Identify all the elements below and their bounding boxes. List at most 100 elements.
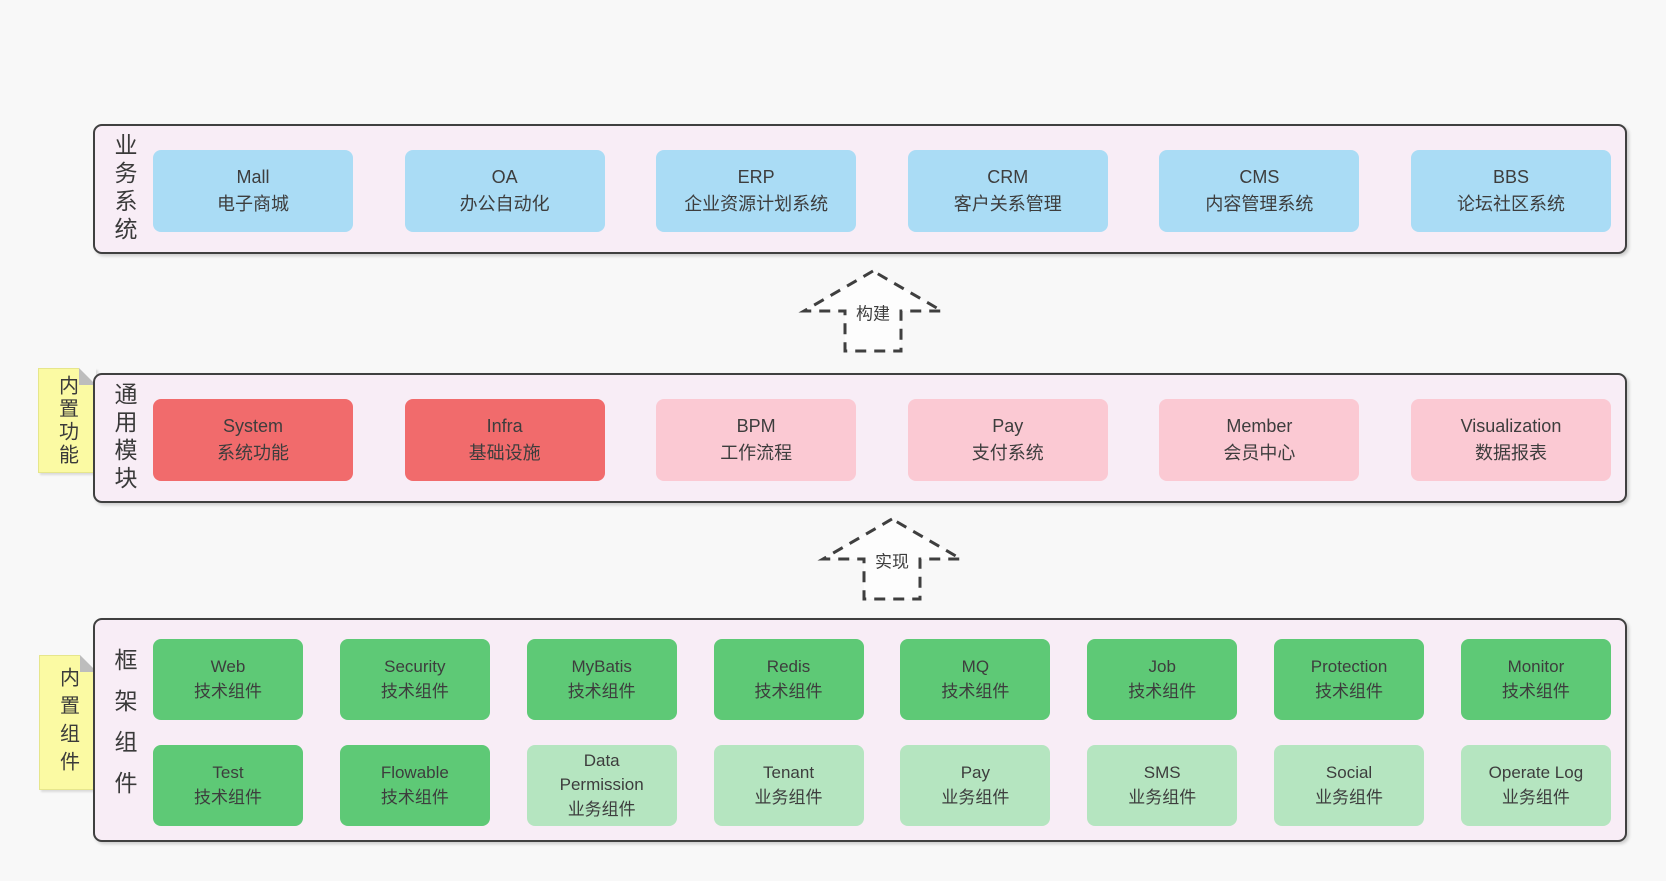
- box-title-en: BPM: [736, 416, 776, 436]
- box-title-en: Redis: [766, 656, 811, 676]
- box-erp: ERP 企业资源计划系统: [656, 150, 857, 232]
- box-crm: CRM 客户关系管理: [907, 150, 1108, 232]
- box-title-en: Infra: [486, 416, 523, 436]
- box-redis: Redis 技术组件: [713, 639, 864, 720]
- box-subtitle-zh: 办公自动化: [459, 194, 550, 214]
- box-title-en: Flowable: [380, 762, 449, 782]
- box-subtitle-zh: 工作流程: [720, 443, 793, 463]
- box-test: Test 技术组件: [153, 745, 303, 826]
- layer-business-systems: 业务系统 Mall 电子商城 OA 办公自动化 ERP 企业资源计划系统 CRM…: [93, 124, 1627, 254]
- box-title-en: SMS: [1143, 762, 1181, 782]
- box-sms: SMS 业务组件: [1087, 745, 1238, 826]
- layer-side-label: 业务系统: [111, 133, 137, 245]
- box-title-en: MQ: [961, 656, 990, 676]
- layer-common-modules: 通用模块 System 系统功能 Infra 基础设施 BPM 工作流程 Pay…: [93, 373, 1627, 503]
- box-title-en: Member: [1226, 416, 1293, 436]
- box-mybatis: MyBatis 技术组件: [526, 639, 677, 720]
- box-title-en: OA: [491, 167, 518, 187]
- box-system: System 系统功能: [153, 399, 353, 481]
- box-subtitle-zh: 技术组件: [194, 787, 262, 807]
- box-subtitle-zh: 电子商城: [217, 194, 289, 214]
- box-pay: Pay 支付系统: [907, 399, 1108, 481]
- up-arrow-build: 构建: [798, 268, 948, 354]
- box-web: Web 技术组件: [153, 639, 303, 720]
- box-subtitle-zh: 业务组件: [1315, 787, 1384, 807]
- box-subtitle-zh: 论坛社区系统: [1456, 194, 1565, 214]
- box-title-en: Visualization: [1460, 416, 1562, 436]
- box-visualization: Visualization 数据报表: [1410, 399, 1611, 481]
- box-title-en: Data Permission: [559, 750, 644, 795]
- box-subtitle-zh: 企业资源计划系统: [684, 194, 829, 214]
- box-oa: OA 办公自动化: [404, 150, 605, 232]
- box-title-en: Protection: [1310, 656, 1388, 676]
- box-title-en: Web: [210, 656, 246, 676]
- box-subtitle-zh: 技术组件: [1128, 681, 1197, 701]
- box-mq: MQ 技术组件: [900, 639, 1051, 720]
- sticky-note-builtin-functions: 内置功能: [38, 368, 96, 473]
- box-security: Security 技术组件: [339, 639, 490, 720]
- box-bbs: BBS 论坛社区系统: [1410, 150, 1611, 232]
- box-title-en: Operate Log: [1488, 762, 1584, 782]
- layer-side-label: 通用模块: [111, 382, 137, 494]
- box-subtitle-zh: 技术组件: [941, 681, 1010, 701]
- framework-row-2: Test 技术组件 Flowable 技术组件 Data Permission …: [153, 745, 1611, 826]
- box-member: Member 会员中心: [1159, 399, 1360, 481]
- box-title-en: CMS: [1239, 167, 1280, 187]
- up-arrow-implement: 实现: [817, 516, 967, 602]
- box-subtitle-zh: 业务组件: [1501, 787, 1570, 807]
- business-systems-row: Mall 电子商城 OA 办公自动化 ERP 企业资源计划系统 CRM 客户关系…: [153, 150, 1611, 232]
- box-flowable: Flowable 技术组件: [339, 745, 490, 826]
- box-infra: Infra 基础设施: [404, 399, 605, 481]
- layer-side-label: 框架组件: [111, 648, 137, 812]
- box-subtitle-zh: 技术组件: [1315, 681, 1384, 701]
- box-title-en: CRM: [987, 167, 1029, 187]
- box-subtitle-zh: 技术组件: [194, 681, 262, 701]
- box-subtitle-zh: 基础设施: [468, 443, 541, 463]
- box-subtitle-zh: 技术组件: [754, 681, 823, 701]
- sticky-note-builtin-components: 内置组件: [39, 655, 97, 790]
- common-modules-row: System 系统功能 Infra 基础设施 BPM 工作流程 Pay 支付系统…: [153, 399, 1611, 481]
- box-title-en: Test: [212, 762, 244, 782]
- folded-corner-icon: [80, 655, 97, 672]
- box-title-en: MyBatis: [571, 656, 632, 676]
- box-mall: Mall 电子商城: [153, 150, 353, 232]
- box-title-en: System: [222, 416, 283, 436]
- box-subtitle-zh: 业务组件: [754, 787, 823, 807]
- box-subtitle-zh: 技术组件: [380, 787, 449, 807]
- layer-framework-components: 框架组件 Web 技术组件 Security 技术组件 MyBatis 技术组件…: [93, 618, 1627, 842]
- sticky-note-label: 内置功能: [55, 374, 78, 467]
- box-title-en: Pay: [960, 762, 991, 782]
- box-subtitle-zh: 业务组件: [941, 787, 1010, 807]
- box-protection: Protection 技术组件: [1274, 639, 1425, 720]
- box-social: Social 业务组件: [1274, 745, 1425, 826]
- box-subtitle-zh: 数据报表: [1474, 443, 1547, 463]
- box-title-en: Pay: [992, 416, 1024, 436]
- box-title-en: Social: [1325, 762, 1373, 782]
- box-subtitle-zh: 内容管理系统: [1205, 194, 1314, 214]
- sticky-note-label: 内置组件: [56, 666, 79, 779]
- box-subtitle-zh: 技术组件: [567, 681, 636, 701]
- box-title-en: Tenant: [763, 762, 815, 782]
- folded-corner-icon: [79, 368, 96, 385]
- box-operate-log: Operate Log 业务组件: [1460, 745, 1611, 826]
- framework-row-1: Web 技术组件 Security 技术组件 MyBatis 技术组件 Redi…: [153, 639, 1611, 720]
- box-title-en: Monitor: [1507, 656, 1565, 676]
- arrow-label: 构建: [852, 299, 894, 325]
- box-title-en: Mall: [236, 167, 270, 187]
- box-title-en: Job: [1148, 656, 1176, 676]
- box-monitor: Monitor 技术组件: [1460, 639, 1611, 720]
- box-job: Job 技术组件: [1087, 639, 1238, 720]
- box-data-permission: Data Permission 业务组件: [526, 745, 677, 826]
- box-subtitle-zh: 业务组件: [567, 799, 636, 819]
- box-title-en: ERP: [737, 167, 775, 187]
- box-pay-business: Pay 业务组件: [900, 745, 1051, 826]
- box-title-en: BBS: [1492, 167, 1529, 187]
- box-subtitle-zh: 客户关系管理: [953, 194, 1062, 214]
- box-subtitle-zh: 支付系统: [971, 443, 1044, 463]
- box-cms: CMS 内容管理系统: [1159, 150, 1360, 232]
- box-subtitle-zh: 会员中心: [1223, 443, 1296, 463]
- box-subtitle-zh: 技术组件: [1501, 681, 1570, 701]
- arrow-label: 实现: [871, 547, 913, 573]
- box-tenant: Tenant 业务组件: [713, 745, 864, 826]
- box-subtitle-zh: 系统功能: [217, 443, 289, 463]
